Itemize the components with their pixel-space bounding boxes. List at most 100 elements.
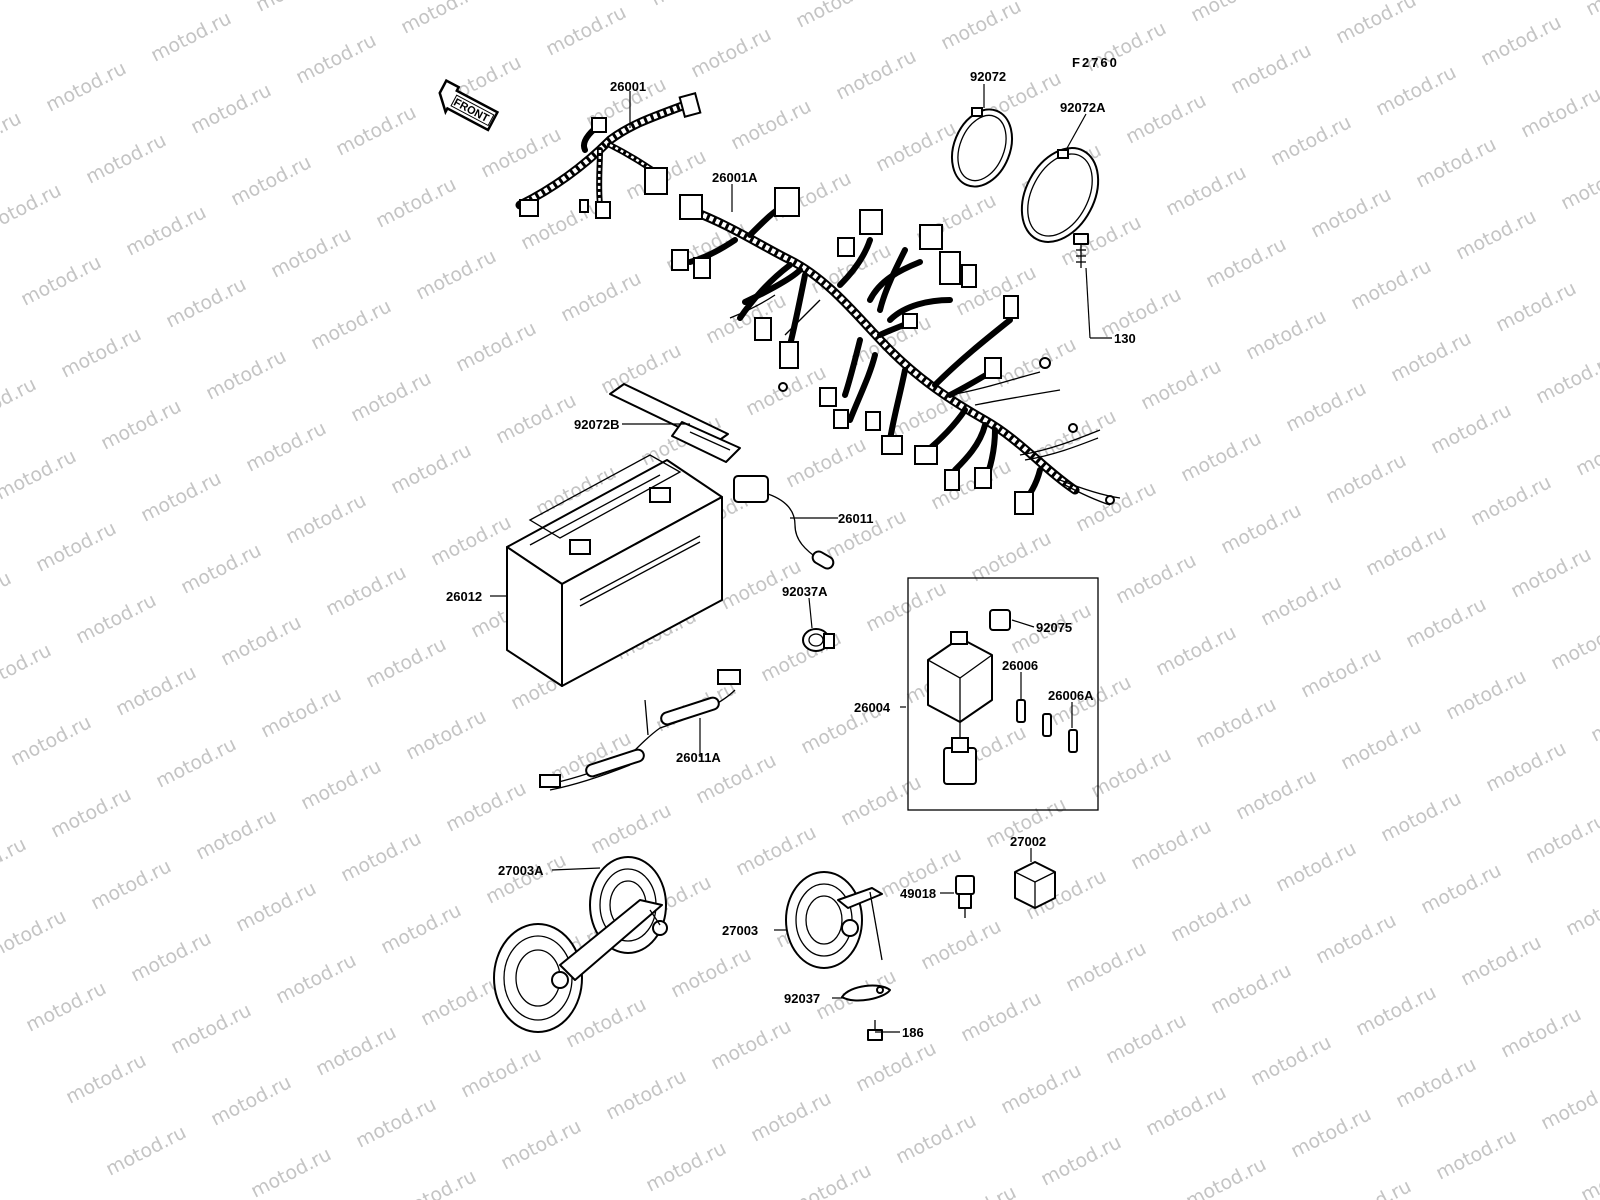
label-26011: 26011 (838, 511, 873, 526)
watermark-text: motod.ru (1162, 161, 1250, 220)
watermark-text: motod.ru (442, 777, 530, 836)
clamp-horn (841, 984, 891, 1002)
watermark-text: motod.ru (452, 317, 540, 376)
watermark-text: motod.ru (1442, 665, 1530, 724)
watermark-text: motod.ru (17, 251, 105, 310)
watermark-text: motod.ru (1272, 837, 1360, 896)
watermark-text: motod.ru (1387, 327, 1475, 386)
watermark-text: motod.ru (242, 417, 330, 476)
watermark-text: motod.ru (587, 799, 675, 858)
watermark-text: motod.ru (647, 0, 735, 10)
watermark-text: motod.ru (837, 771, 925, 830)
watermark-text: motod.ru (482, 849, 570, 908)
watermark-text: motod.ru (1232, 765, 1320, 824)
watermark-text: motod.ru (1547, 615, 1600, 674)
watermark-text: motod.ru (1507, 543, 1595, 602)
watermark-text: motod.ru (282, 489, 370, 548)
wiring-harness-main (671, 187, 1121, 515)
diode (955, 875, 975, 918)
watermark-text: motod.ru (1127, 815, 1215, 874)
watermark-text: motod.ru (1177, 427, 1265, 486)
watermark-text: motod.ru (192, 805, 280, 864)
watermark-text: motod.ru (7, 711, 95, 770)
watermark-text: motod.ru (1037, 1131, 1125, 1190)
watermark-text: motod.ru (397, 0, 485, 38)
watermark-text: motod.ru (1557, 155, 1600, 214)
watermark-text: motod.ru (542, 1, 630, 60)
watermark-text: motod.ru (792, 0, 880, 32)
watermark-text: motod.ru (152, 733, 240, 792)
watermark-text: motod.ru (147, 7, 235, 66)
watermark-text: motod.ru (1452, 205, 1540, 264)
watermark-text: motod.ru (72, 589, 160, 648)
watermark-text: motod.ru (312, 1021, 400, 1080)
watermark-text: motod.ru (162, 273, 250, 332)
watermark-text: motod.ru (232, 877, 320, 936)
label-130: 130 (1114, 331, 1136, 346)
watermark-text: motod.ru (97, 395, 185, 454)
watermark-text: motod.ru (307, 295, 395, 354)
watermark-text: motod.ru (1192, 693, 1280, 752)
watermark-text: motod.ru (62, 1049, 150, 1108)
watermark-text: motod.ru (1572, 421, 1600, 480)
watermark-text: motod.ru (377, 899, 465, 958)
watermark-text: motod.ru (492, 389, 580, 448)
figure-code: F2760 (1072, 55, 1119, 70)
band-large (1020, 147, 1100, 243)
watermark-text: motod.ru (22, 977, 110, 1036)
watermark-text: motod.ru (997, 1059, 1085, 1118)
watermark-text: motod.ru (1582, 0, 1600, 20)
watermark-text: motod.ru (1182, 1153, 1270, 1200)
watermark-text: motod.ru (127, 927, 215, 986)
watermark-text: motod.ru (1522, 809, 1600, 868)
wiring-harness-front (515, 92, 702, 219)
label-26004: 26004 (854, 700, 891, 715)
watermark-text: motod.ru (727, 95, 815, 154)
watermark-text: motod.ru (457, 1043, 545, 1102)
watermark-text: motod.ru (122, 201, 210, 260)
watermark-text: motod.ru (82, 129, 170, 188)
watermark-text: motod.ru (1122, 89, 1210, 148)
fuse-spare (1042, 713, 1078, 753)
watermark-text: motod.ru (1207, 959, 1295, 1018)
watermark-text: motod.ru (1152, 621, 1240, 680)
watermark-text: motod.ru (257, 683, 345, 742)
watermark-text: motod.ru (1372, 61, 1460, 120)
watermark-text: motod.ru (787, 1159, 875, 1200)
watermark-text: motod.ru (1297, 643, 1385, 702)
rubber-cap (989, 609, 1011, 631)
watermark-text: motod.ru (992, 333, 1080, 392)
watermark-text: motod.ru (332, 101, 420, 160)
watermark-text: motod.ru (1307, 183, 1395, 242)
watermark-text: motod.ru (0, 833, 30, 892)
watermark-text: motod.ru (372, 173, 460, 232)
watermark-text: motod.ru (852, 1037, 940, 1096)
watermark-text: motod.ru (1377, 787, 1465, 846)
watermark-text: motod.ru (0, 445, 80, 504)
watermark-text: motod.ru (1257, 571, 1345, 630)
watermark-text: motod.ru (1287, 1103, 1375, 1162)
watermark-text: motod.ru (177, 539, 265, 598)
clamp (802, 628, 835, 652)
watermark-text: motod.ru (1467, 471, 1555, 530)
watermark-text: motod.ru (187, 79, 275, 138)
watermark-text: motod.ru (1202, 233, 1290, 292)
label-92037: 92037 (784, 991, 820, 1006)
watermark-text: motod.ru (497, 1115, 585, 1174)
watermark-text: motod.ru (292, 29, 380, 88)
relay (1014, 861, 1056, 909)
bolt-harness (1073, 233, 1089, 268)
watermark-text: motod.ru (597, 339, 685, 398)
watermark-text: motod.ru (202, 345, 290, 404)
watermark-text: motod.ru (427, 511, 515, 570)
watermark-text: motod.ru (1587, 687, 1600, 746)
watermark-text: motod.ru (1102, 1009, 1190, 1068)
watermark-text: motod.ru (322, 561, 410, 620)
watermark-text: motod.ru (1562, 881, 1600, 940)
horn-pair (493, 856, 668, 1033)
watermark-text: motod.ru (1097, 283, 1185, 342)
watermark-text: motod.ru (1537, 1075, 1600, 1134)
horn (785, 871, 883, 969)
